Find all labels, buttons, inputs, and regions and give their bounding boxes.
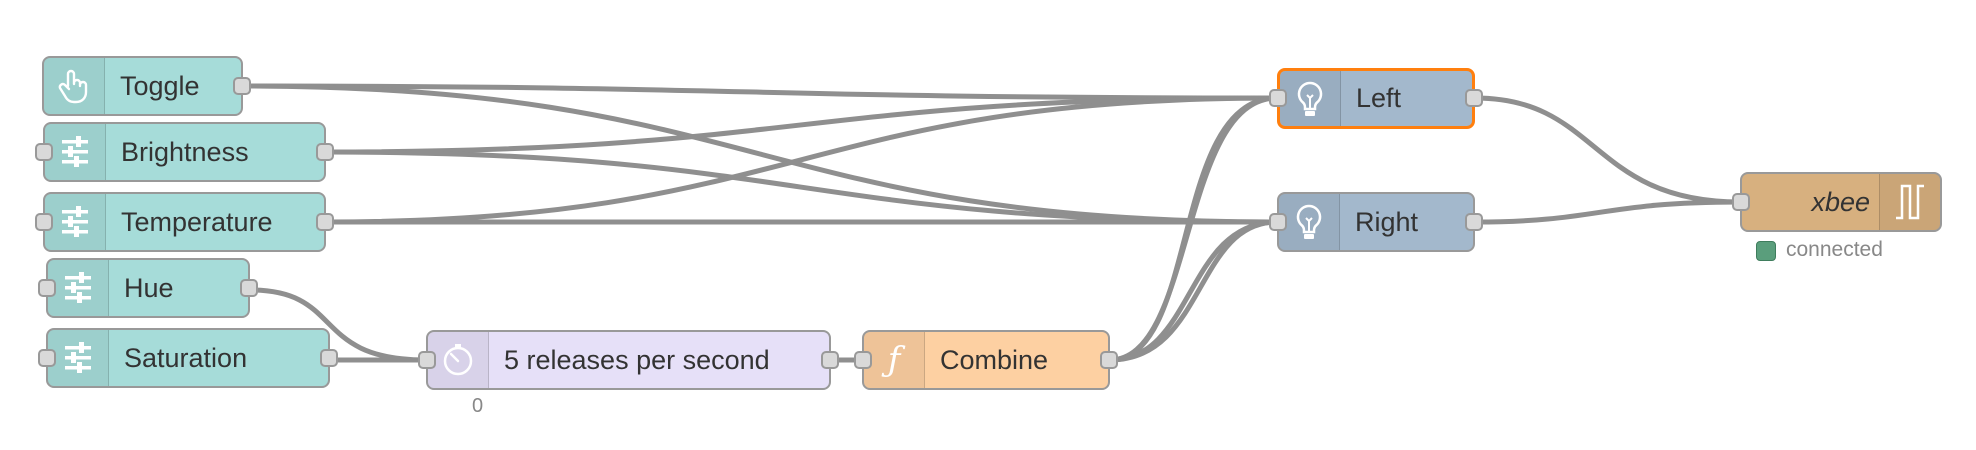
delay-counter: 0 <box>472 395 484 417</box>
right-light-input-port[interactable] <box>1269 213 1287 231</box>
combine-node[interactable]: ƒ Combine <box>854 330 1118 390</box>
left-light-input-port[interactable] <box>1269 89 1287 107</box>
wire-combine-right-a[interactable] <box>1107 219 1280 363</box>
svg-text:ƒ: ƒ <box>881 340 906 380</box>
brightness-input-port[interactable] <box>35 143 53 161</box>
wire-hue-delay[interactable] <box>247 287 429 363</box>
brightness-node[interactable]: Brightness <box>35 122 334 182</box>
square-wave-icon <box>1879 174 1940 230</box>
wire-left-xbee[interactable] <box>1472 95 1743 205</box>
right-light-label: Right <box>1355 206 1419 237</box>
left-light-node[interactable]: Left <box>1269 68 1483 129</box>
hue-output-port[interactable] <box>240 279 258 297</box>
function-icon: ƒ <box>864 332 925 388</box>
right-light-node[interactable]: Right <box>1269 192 1483 252</box>
sliders-icon <box>45 194 106 250</box>
wire-toggle-left[interactable] <box>240 83 1280 101</box>
light-bulb-icon <box>1279 194 1340 250</box>
sliders-icon <box>48 260 109 316</box>
timer-icon <box>428 332 489 388</box>
saturation-label: Saturation <box>124 342 248 373</box>
left-light-label: Left <box>1356 83 1402 113</box>
xbee-input-port[interactable] <box>1732 193 1750 211</box>
wire-temperature-left[interactable] <box>323 95 1280 225</box>
saturation-input-port[interactable] <box>38 349 56 367</box>
delay-input-port[interactable] <box>418 351 436 369</box>
saturation-node[interactable]: Saturation <box>38 328 338 388</box>
wire-toggle-right[interactable] <box>240 83 1280 225</box>
wire-combine-left-b[interactable] <box>1107 95 1280 363</box>
toggle-node[interactable]: Toggle <box>42 56 251 116</box>
toggle-label: Toggle <box>120 70 200 101</box>
brightness-label: Brightness <box>121 136 249 167</box>
saturation-output-port[interactable] <box>320 349 338 367</box>
wire-right-xbee[interactable] <box>1472 199 1743 225</box>
right-light-output-port[interactable] <box>1465 213 1483 231</box>
combine-input-port[interactable] <box>854 351 872 369</box>
sliders-icon <box>45 124 106 180</box>
hue-input-port[interactable] <box>38 279 56 297</box>
temperature-input-port[interactable] <box>35 213 53 231</box>
hue-node[interactable]: Hue <box>38 258 258 318</box>
xbee-node[interactable]: xbee <box>1732 172 1942 232</box>
delay-output-port[interactable] <box>821 351 839 369</box>
xbee-label: xbee <box>1811 186 1870 217</box>
wire-combine-right-b[interactable] <box>1107 219 1280 363</box>
combine-label: Combine <box>940 344 1049 375</box>
temperature-node[interactable]: Temperature <box>35 192 334 252</box>
light-bulb-icon <box>1280 71 1341 126</box>
toggle-output-port[interactable] <box>233 77 251 95</box>
delay-node[interactable]: 5 releases per second <box>418 330 839 390</box>
temperature-output-port[interactable] <box>316 213 334 231</box>
temperature-label: Temperature <box>121 206 273 237</box>
xbee-status-text: connected <box>1786 238 1883 261</box>
left-light-output-port[interactable] <box>1465 89 1483 107</box>
hand-pointer-icon <box>44 58 105 114</box>
brightness-output-port[interactable] <box>316 143 334 161</box>
delay-label: 5 releases per second <box>504 344 770 375</box>
hue-label: Hue <box>124 272 174 303</box>
wire-brightness-left[interactable] <box>323 95 1280 155</box>
status-connected-dot <box>1756 241 1776 261</box>
sliders-icon <box>48 330 109 386</box>
wire-brightness-right[interactable] <box>323 149 1280 225</box>
combine-output-port[interactable] <box>1100 351 1118 369</box>
